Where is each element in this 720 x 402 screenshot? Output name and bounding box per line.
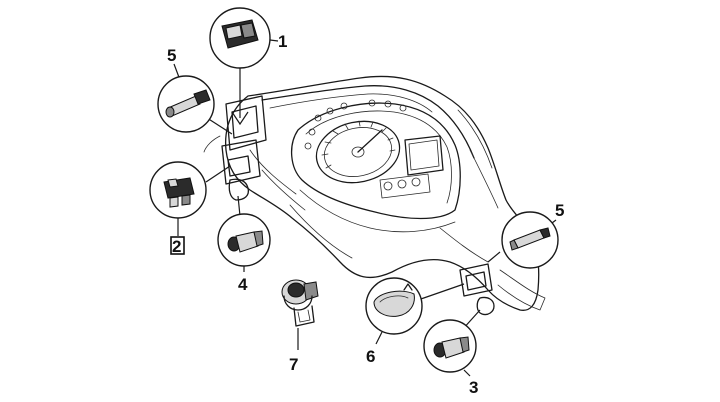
callout-part-4: 4 [217, 213, 271, 294]
part-number-label: 4 [238, 275, 248, 294]
callout-part-5-left: 5 [157, 46, 215, 133]
leader-lines [203, 68, 501, 331]
callout-part-5-right: 5 [501, 201, 564, 269]
callout-part-7: 7 [281, 279, 319, 374]
part-number-label: 2 [172, 237, 181, 256]
part-number-label: 1 [278, 32, 287, 51]
switch-icon [163, 177, 195, 208]
connector-icon [227, 230, 264, 253]
callout-part-3: 3 [423, 319, 478, 397]
callout-part-1: 1 [209, 7, 287, 69]
lens-icon [373, 283, 415, 317]
switch-icon [221, 19, 259, 49]
callout-part-2: 2 [149, 161, 207, 256]
handlebar-cover-drawing [203, 75, 546, 316]
bulb-icon [509, 227, 551, 251]
part-number-label: 5 [555, 201, 564, 220]
part-number-label: 7 [289, 355, 298, 374]
bulb-icon [165, 89, 211, 118]
socket-icon [281, 279, 319, 327]
callout-part-6: 6 [365, 277, 423, 366]
part-number-label: 5 [167, 46, 176, 65]
part-number-label: 3 [469, 378, 478, 397]
part-number-label: 6 [366, 347, 375, 366]
connector-icon [433, 336, 470, 359]
